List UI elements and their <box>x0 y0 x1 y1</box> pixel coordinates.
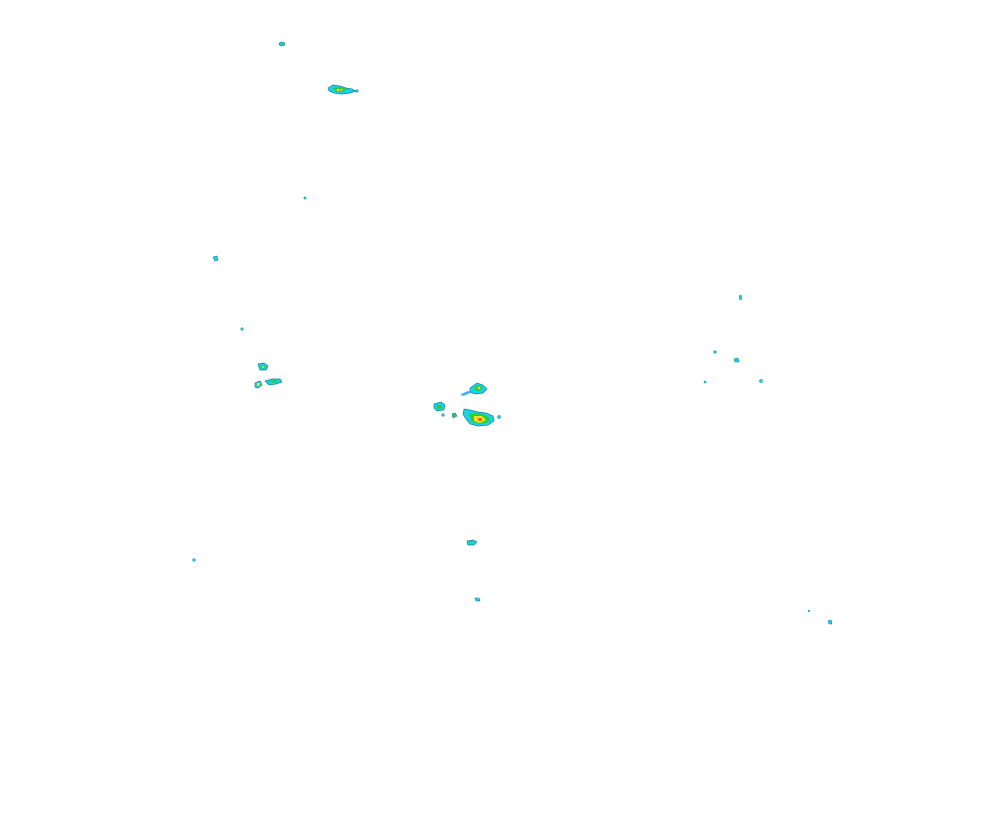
radar-echo <box>733 357 740 363</box>
radar-echo <box>254 380 263 389</box>
radar-echo <box>759 379 763 383</box>
radar-echo <box>474 597 481 602</box>
radar-echo <box>278 41 286 47</box>
radar-echo <box>703 380 707 384</box>
radar-echo <box>807 609 811 613</box>
radar-echo <box>303 196 307 200</box>
radar-echo <box>212 255 219 262</box>
radar-echo <box>433 401 446 412</box>
radar-echo <box>827 619 833 625</box>
radar-echo <box>461 382 488 396</box>
radar-echo <box>327 84 359 95</box>
radar-echo <box>738 294 743 301</box>
radar-echo <box>466 539 478 546</box>
radar-echo <box>462 408 495 427</box>
radar-echo <box>713 350 717 354</box>
radar-echo <box>497 415 501 419</box>
radar-echo <box>451 412 458 419</box>
radar-echo <box>264 378 283 386</box>
radar-echo <box>441 413 445 417</box>
radar-echo <box>257 362 269 371</box>
radar-echo <box>240 327 244 331</box>
radar-echo <box>192 558 196 562</box>
